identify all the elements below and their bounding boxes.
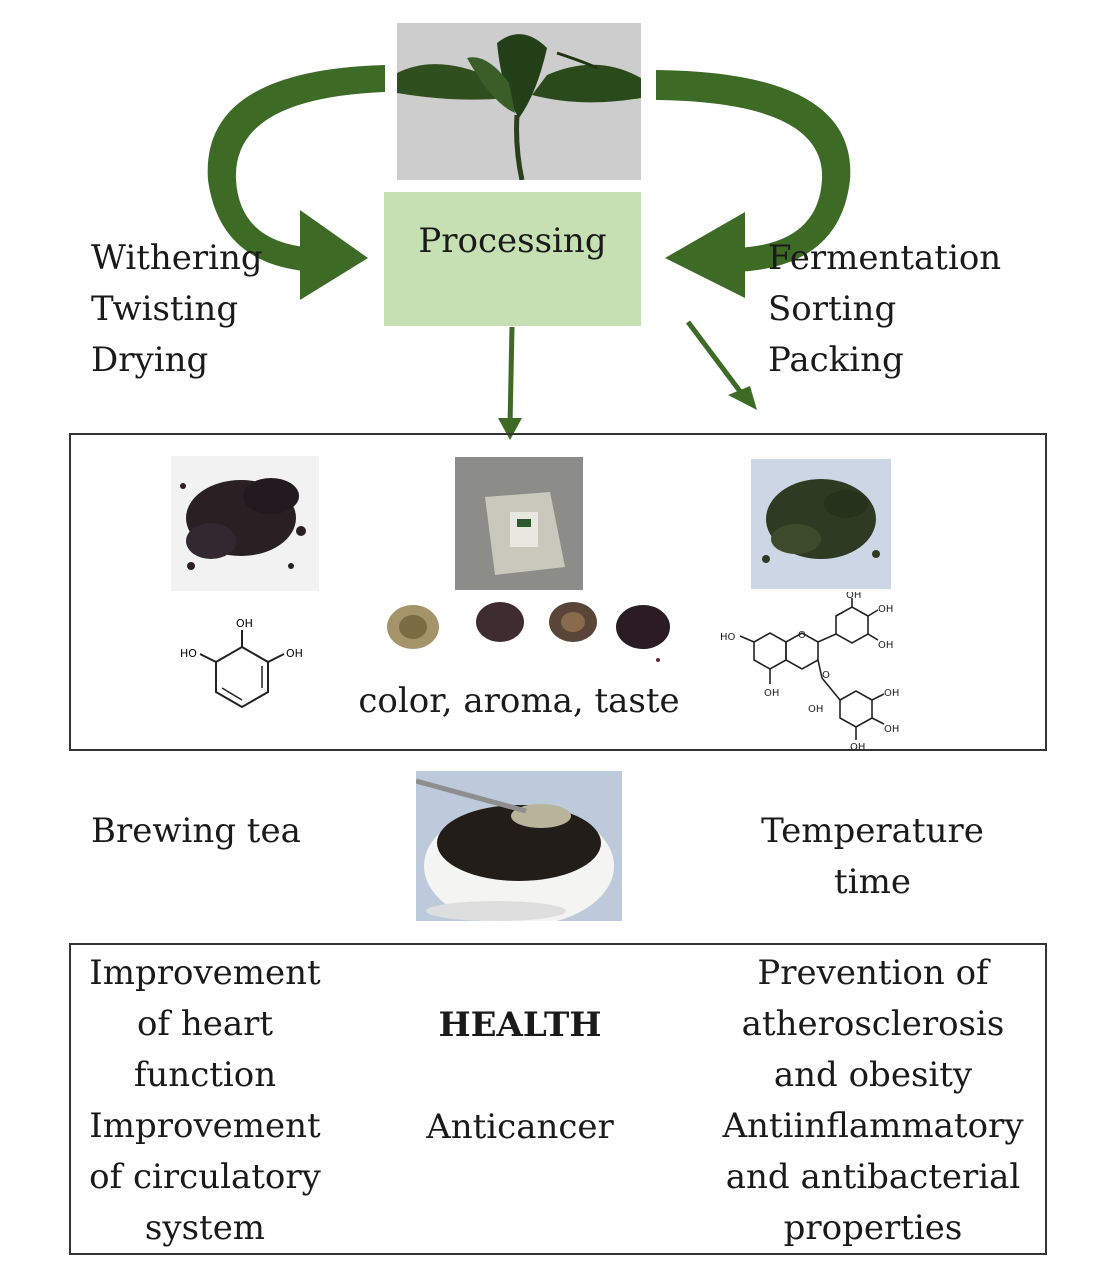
chem-label-oh-top: OH: [236, 617, 253, 630]
chem-r-oh-5: OH: [884, 688, 899, 699]
chem-r-oh-2: OH: [878, 604, 893, 615]
diagonal-arrowhead: [728, 386, 757, 410]
diagonal-arrow-line: [686, 320, 744, 396]
chem-r-oh-4: OH: [764, 688, 779, 699]
chem-r-o-ring: O: [798, 630, 806, 641]
step-sorting: Sorting: [768, 289, 897, 329]
health-left-line-2: of heart: [136, 1004, 274, 1044]
left-curved-arrow: [207, 65, 385, 272]
processing-box: Processing: [384, 192, 641, 326]
left-steps: Withering Twisting Drying: [91, 233, 263, 386]
oolong-tea-photo: [751, 459, 891, 589]
health-right-line-2: atherosclerosis: [741, 1004, 1005, 1044]
egcg-structure: OH OH OH HO O OH O OH OH OH OH: [720, 592, 899, 752]
products-box: [69, 433, 1047, 751]
health-left-line-5: of circulatory: [89, 1157, 321, 1197]
step-packing: Packing: [768, 340, 904, 380]
health-right-line-5: and antibacterial: [725, 1157, 1021, 1197]
down-arrowhead: [498, 418, 522, 440]
health-title: HEALTH: [438, 1005, 602, 1045]
health-right-line-6: properties: [783, 1208, 963, 1248]
health-anticancer: Anticancer: [426, 1107, 614, 1147]
chem-r-oh-8: OH: [808, 704, 823, 715]
step-drying: Drying: [91, 340, 209, 380]
chem-r-o-ester: O: [822, 670, 830, 681]
down-arrow-line: [507, 326, 515, 426]
tea-leaf-photo: [397, 23, 641, 180]
health-right-line-1: Prevention of: [757, 953, 989, 993]
step-withering: Withering: [91, 238, 263, 278]
health-left-line-4: Improvement: [89, 1106, 321, 1146]
tea-bag-photo: [455, 457, 583, 590]
brewing-temperature: Temperature: [761, 811, 984, 851]
health-left-line-1: Improvement: [89, 953, 321, 993]
sensory-label: color, aroma, taste: [358, 681, 680, 721]
brewing-label: Brewing tea: [91, 811, 301, 851]
brewing-time: time: [834, 862, 911, 902]
right-steps: Fermentation Sorting Packing: [768, 233, 1001, 386]
right-arrowhead: [665, 212, 745, 298]
health-right-line-4: Antiinflammatory: [722, 1106, 1024, 1146]
chem-r-oh-7: OH: [850, 742, 865, 752]
pyrogallol-structure: OH HO OH: [180, 617, 303, 709]
health-box: [69, 943, 1047, 1255]
health-left-line-6: system: [144, 1208, 266, 1248]
chem-label-ho-left: HO: [180, 647, 197, 660]
right-curved-arrow: [656, 70, 851, 272]
tea-cup-photo: [416, 771, 622, 921]
chem-r-oh-3: OH: [878, 640, 893, 651]
health-right-line-3: and obesity: [773, 1055, 973, 1095]
step-twisting: Twisting: [91, 289, 239, 329]
brewing-conditions: Temperature time: [760, 806, 985, 908]
chem-r-oh-6: OH: [884, 724, 899, 735]
black-tea-photo: [171, 456, 319, 591]
step-fermentation: Fermentation: [768, 238, 1002, 278]
tea-samples-photo: [358, 592, 678, 670]
health-left-line-3: function: [133, 1055, 277, 1095]
chem-r-ho: HO: [720, 632, 736, 643]
health-left: Improvement of heart function Improvemen…: [85, 948, 325, 1254]
processing-label: Processing: [418, 221, 607, 261]
chem-r-oh-1: OH: [846, 592, 861, 601]
health-right: Prevention of atherosclerosis and obesit…: [712, 948, 1034, 1254]
chem-label-oh-right: OH: [286, 647, 303, 660]
left-arrowhead: [300, 210, 368, 300]
